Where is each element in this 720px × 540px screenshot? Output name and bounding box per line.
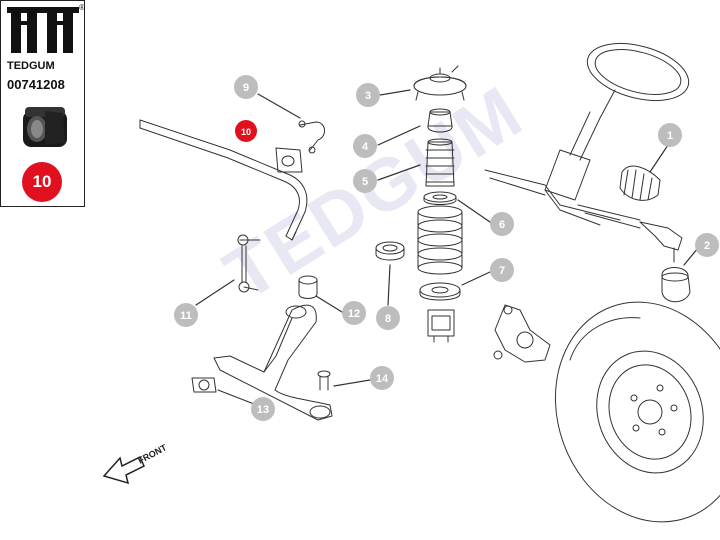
callout-6-label: 6: [499, 219, 505, 231]
callout-5-circle: [353, 169, 377, 193]
callout-13-label: 13: [257, 404, 269, 416]
steering-wheel: [484, 43, 690, 229]
callout-2-circle: [695, 233, 719, 257]
spring-seat-lower: [419, 282, 461, 301]
stabilizer-bar: [139, 119, 308, 241]
front-label: FRONT: [136, 442, 169, 466]
spring-seat-upper: [423, 191, 457, 205]
callout-7-circle: [490, 258, 514, 282]
control-arm-rear-bushing: [191, 377, 217, 393]
coil-spring: [417, 205, 463, 275]
callout-1-label: 1: [667, 130, 673, 142]
callout-11-label: 11: [180, 310, 192, 322]
part-number: 00741208: [7, 77, 65, 92]
steering-boot: [619, 165, 661, 201]
callout-markers: [174, 75, 719, 421]
bushing-product-image: [23, 107, 67, 147]
steering-knuckle: [493, 304, 551, 363]
registered-mark: ®: [79, 3, 85, 12]
strut-mount: [413, 65, 467, 101]
brand-name: TEDGUM: [7, 60, 55, 72]
callout-2-label: 2: [704, 240, 710, 252]
callout-13-circle: [251, 397, 275, 421]
callout-14-circle: [370, 366, 394, 390]
tedgum-logo: [7, 7, 79, 53]
callout-8-circle: [376, 306, 400, 330]
tie-rod-end: [639, 221, 691, 303]
lower-control-arm: [213, 304, 333, 421]
brand-panel: ® TEDGUM 00741208 10: [0, 0, 85, 207]
callout-9-circle: [234, 75, 258, 99]
callout-6-circle: [490, 212, 514, 236]
callout-5-label: 5: [362, 176, 368, 188]
ball-joint: [317, 370, 331, 391]
callout-7-label: 7: [499, 265, 505, 277]
wheel: [554, 301, 720, 523]
strut-bearing: [375, 241, 405, 261]
leader-lines: [195, 89, 699, 405]
strut-body: [427, 309, 455, 343]
callout-1-circle: [658, 123, 682, 147]
callout-3-circle: [356, 83, 380, 107]
callout-11-circle: [174, 303, 198, 327]
callout-12-label: 12: [348, 308, 360, 320]
front-direction-arrow: FRONT: [102, 442, 169, 485]
callout-12-circle: [342, 301, 366, 325]
callout-4-label: 4: [362, 141, 369, 153]
callout-9-label: 9: [243, 82, 249, 94]
stabilizer-link: [237, 234, 261, 293]
callout-8-label: 8: [385, 313, 391, 325]
bump-stop: [427, 108, 453, 133]
callout-4-circle: [353, 134, 377, 158]
highlighted-part-badge: 10: [22, 162, 62, 202]
callout-14-label: 14: [376, 373, 389, 385]
stabilizer-bushing: [275, 147, 303, 173]
control-arm-bushing: [298, 275, 318, 299]
callout-10-circle: [235, 120, 257, 142]
callout-10-label: 10: [241, 127, 251, 137]
dust-boot: [425, 138, 455, 187]
bushing-bracket: [298, 120, 325, 154]
callout-3-label: 3: [365, 90, 371, 102]
